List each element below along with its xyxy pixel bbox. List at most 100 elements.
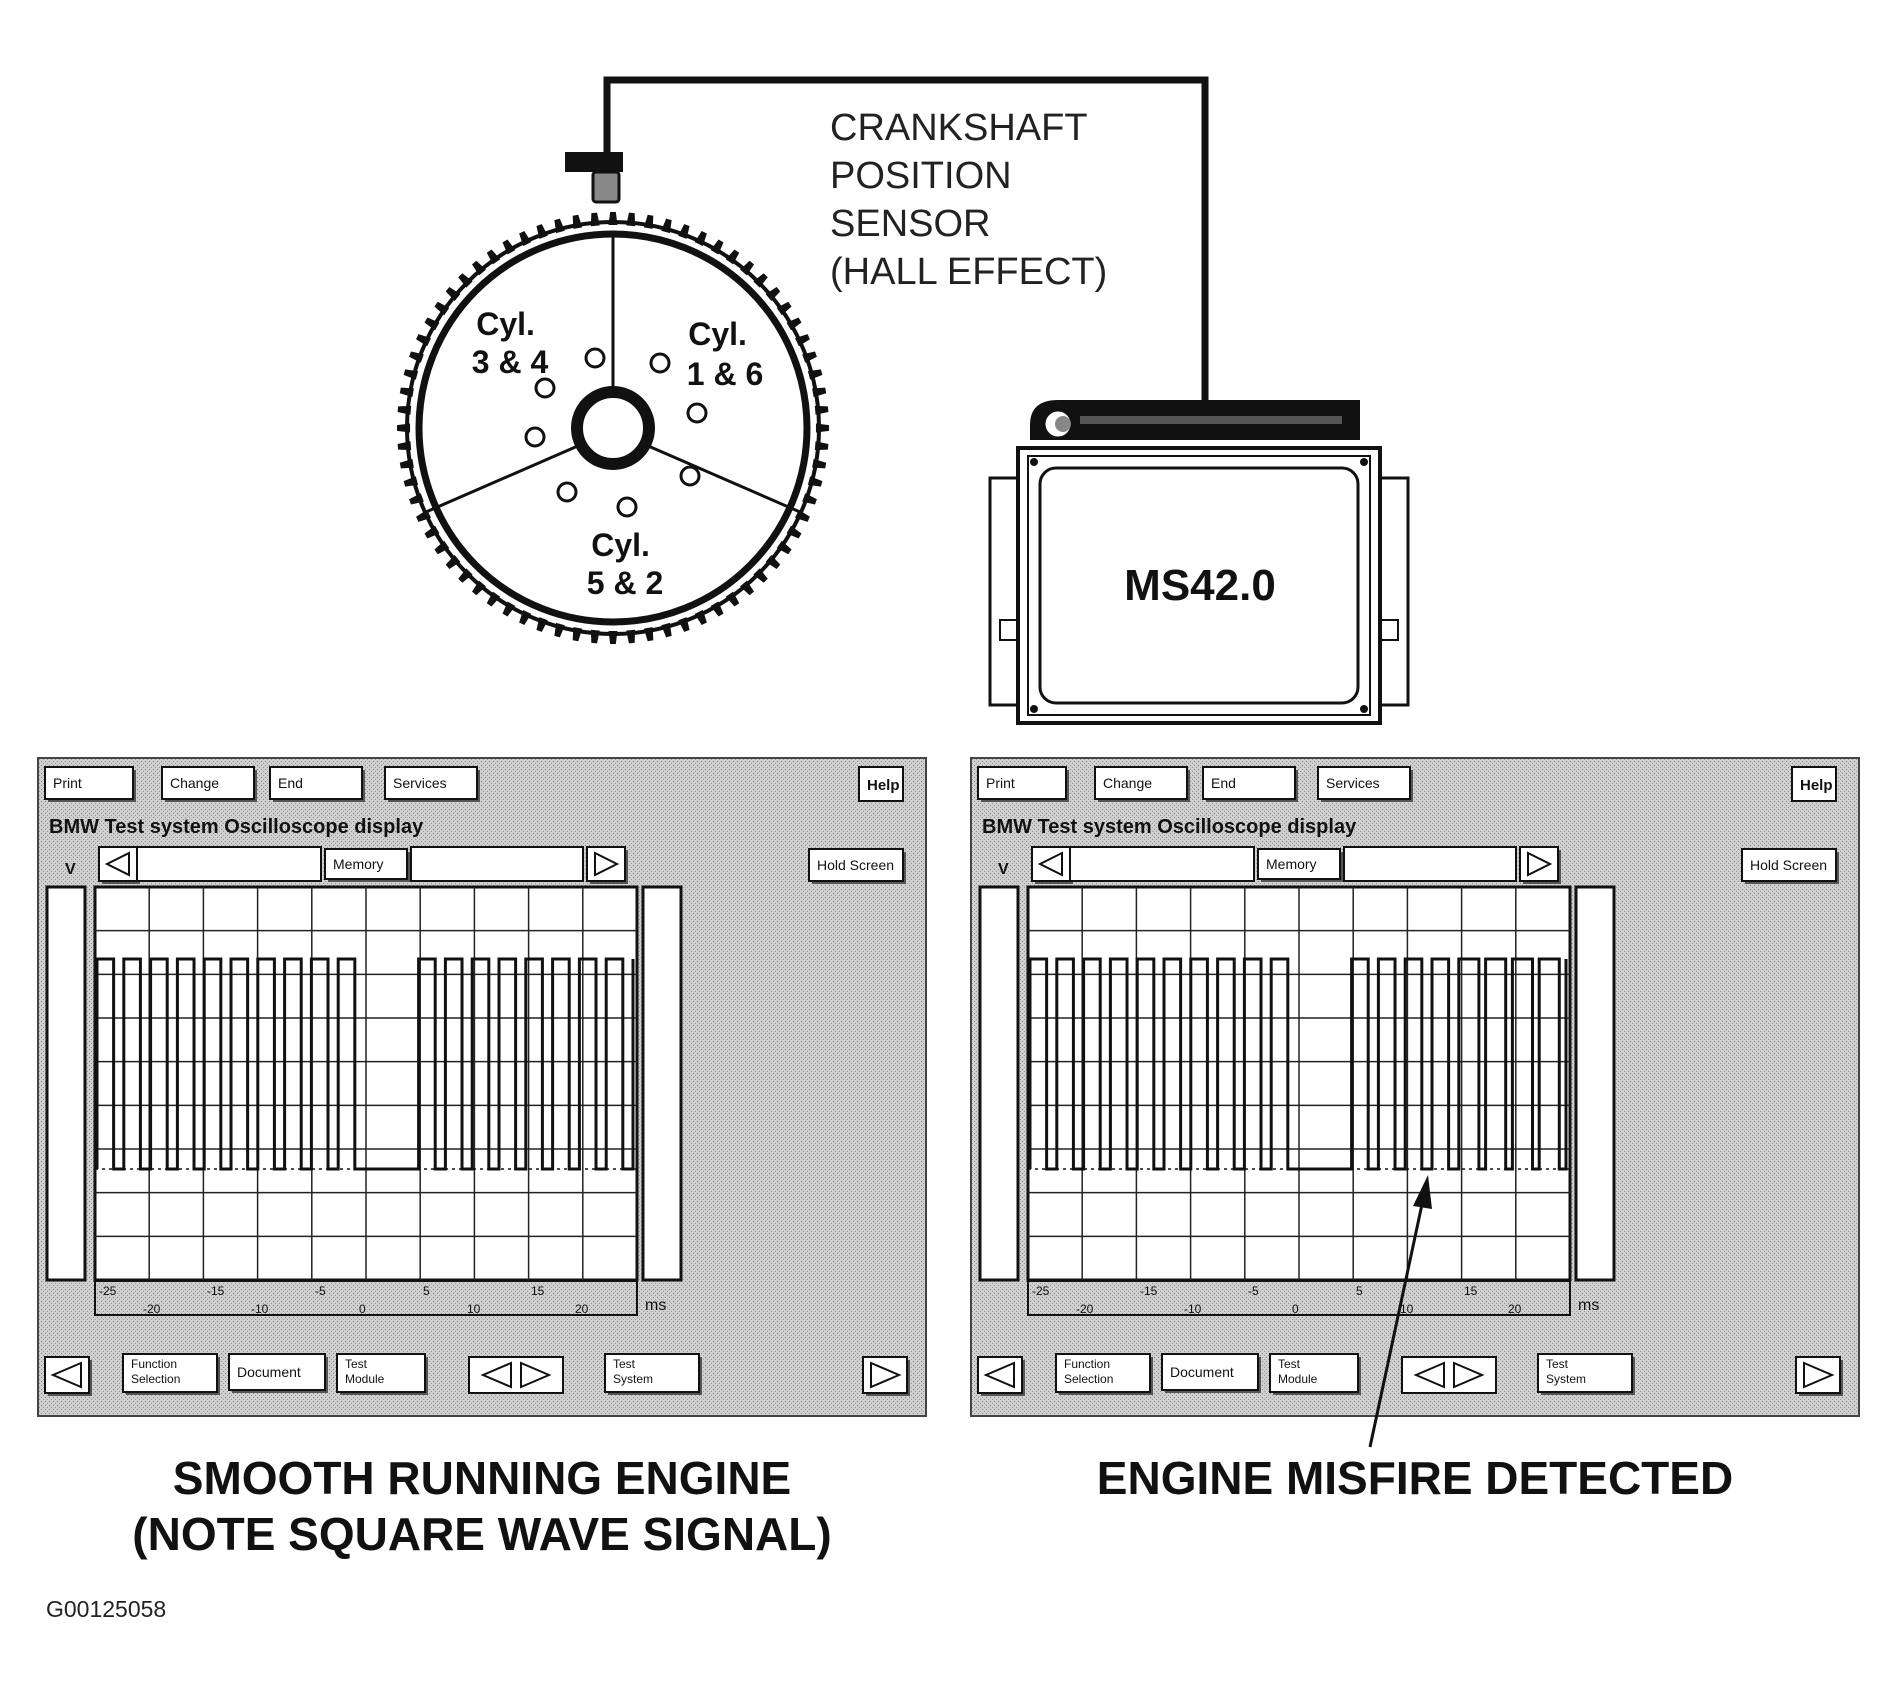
- flywheel-tooth: [486, 249, 501, 265]
- flywheel-tooth: [608, 212, 618, 226]
- end-button[interactable]: End: [1202, 766, 1298, 802]
- memory-button-label: Memory: [1266, 856, 1317, 872]
- print-button-label: Print: [53, 775, 82, 791]
- document-button[interactable]: Document: [228, 1353, 328, 1393]
- flywheel-tooth: [643, 214, 654, 229]
- flywheel-tooth: [409, 351, 424, 363]
- services-button-label: Services: [393, 775, 447, 791]
- flywheel-tooth: [812, 458, 827, 469]
- change-button[interactable]: Change: [1094, 766, 1190, 802]
- sensor-label: CRANKSHAFT POSITION SENSOR (HALL EFFECT): [830, 107, 1107, 293]
- flywheel-tooth: [807, 476, 823, 487]
- flywheel-tooth: [626, 212, 636, 227]
- flywheel-tooth: [815, 423, 829, 433]
- scroll-left-button[interactable]: [98, 846, 140, 884]
- x-tick-label: -20: [143, 1302, 161, 1316]
- flywheel-tooth: [725, 591, 740, 607]
- scroll-right-button[interactable]: [586, 846, 628, 884]
- page-forward-button[interactable]: [1795, 1356, 1843, 1396]
- caption-misfire: ENGINE MISFIRE DETECTED: [970, 1450, 1860, 1506]
- hold-screen-button[interactable]: Hold Screen: [808, 848, 906, 884]
- change-button[interactable]: Change: [161, 766, 257, 802]
- test-module-button-label: Test: [345, 1357, 368, 1371]
- document-button[interactable]: Document: [1161, 1353, 1261, 1393]
- scroll-left-button[interactable]: [1031, 846, 1073, 884]
- flywheel-tooth: [519, 231, 532, 246]
- flywheel-tooth: [416, 334, 431, 347]
- flywheel-tooth: [554, 622, 565, 638]
- x-tick-label: 10: [467, 1302, 481, 1316]
- help-button-label: Help: [867, 777, 900, 794]
- services-button[interactable]: Services: [384, 766, 480, 802]
- figure-id: G00125058: [46, 1596, 167, 1622]
- test-system-button-label: System: [1546, 1372, 1586, 1386]
- change-button-label: Change: [1103, 775, 1152, 791]
- flywheel-tooth: [445, 555, 461, 570]
- help-button[interactable]: Help: [858, 766, 904, 802]
- document-button-label: Document: [237, 1364, 301, 1380]
- services-button[interactable]: Services: [1317, 766, 1413, 802]
- x-tick-label: -10: [1184, 1302, 1202, 1316]
- page-forward-button[interactable]: [862, 1356, 910, 1396]
- flywheel-tooth: [725, 249, 740, 265]
- x-tick-label: -10: [251, 1302, 269, 1316]
- x-tick-label: 20: [575, 1302, 589, 1316]
- flywheel-tooth: [795, 334, 810, 347]
- help-button[interactable]: Help: [1791, 766, 1837, 802]
- flywheel-tooth: [502, 601, 516, 617]
- prev-icon: [1413, 1361, 1445, 1389]
- page-back-button[interactable]: [44, 1356, 92, 1396]
- page-forward-button-icon: [1803, 1361, 1835, 1389]
- x-tick-label: -5: [1248, 1284, 1259, 1298]
- flywheel-tooth: [458, 273, 473, 288]
- scroll-right-button[interactable]: [1519, 846, 1561, 884]
- x-tick-label: -25: [1032, 1284, 1050, 1298]
- flywheel-tooth: [740, 260, 755, 276]
- test-module-button-label: Test: [1278, 1357, 1301, 1371]
- x-tick-label: -15: [207, 1284, 225, 1298]
- x-tick-label: -25: [99, 1284, 117, 1298]
- scope-title: BMW Test system Oscilloscope display: [982, 816, 1357, 838]
- x-tick-label: 15: [1464, 1284, 1478, 1298]
- flywheel-tooth: [590, 212, 600, 227]
- flywheel-tooth: [471, 580, 486, 596]
- print-button[interactable]: Print: [977, 766, 1069, 802]
- flywheel-tooth: [554, 218, 565, 234]
- x-tick-label: 20: [1508, 1302, 1522, 1316]
- hold-screen-button[interactable]: Hold Screen: [1741, 848, 1839, 884]
- nav-arrows-button[interactable]: [468, 1356, 564, 1394]
- memory-button[interactable]: Memory: [1257, 848, 1343, 882]
- nav-arrows-button[interactable]: [1401, 1356, 1497, 1394]
- x-tick-label: 15: [531, 1284, 545, 1298]
- end-button-label: End: [278, 775, 303, 791]
- flywheel-tooth: [536, 224, 548, 239]
- caption-smooth-line2: (NOTE SQUARE WAVE SIGNAL): [132, 1508, 832, 1560]
- memory-button[interactable]: Memory: [324, 848, 410, 882]
- x-axis-scale: [94, 1280, 638, 1316]
- flywheel-tooth: [740, 580, 755, 596]
- memory-field-left: [1069, 846, 1255, 882]
- flywheel-tooth: [678, 617, 690, 632]
- page-back-button[interactable]: [977, 1356, 1025, 1396]
- x-tick-label: -20: [1076, 1302, 1094, 1316]
- end-button[interactable]: End: [269, 766, 365, 802]
- print-button[interactable]: Print: [44, 766, 136, 802]
- print-button-label: Print: [986, 775, 1015, 791]
- y-scale-bar: [45, 885, 87, 1282]
- document-button-label: Document: [1170, 1364, 1234, 1380]
- x-tick-label: 0: [1292, 1302, 1299, 1316]
- flywheel-tooth: [397, 423, 411, 433]
- sensor-diagram: Cyl. 3 & 4 Cyl. 1 & 6 Cyl. 5 & 2 CRANKSH…: [397, 76, 1410, 725]
- scroll-left-button-icon: [1037, 851, 1063, 877]
- hold-screen-button-label: Hold Screen: [1750, 857, 1827, 873]
- flywheel-tooth: [786, 317, 802, 331]
- scope-title: BMW Test system Oscilloscope display: [49, 816, 424, 838]
- x-tick-label: 0: [359, 1302, 366, 1316]
